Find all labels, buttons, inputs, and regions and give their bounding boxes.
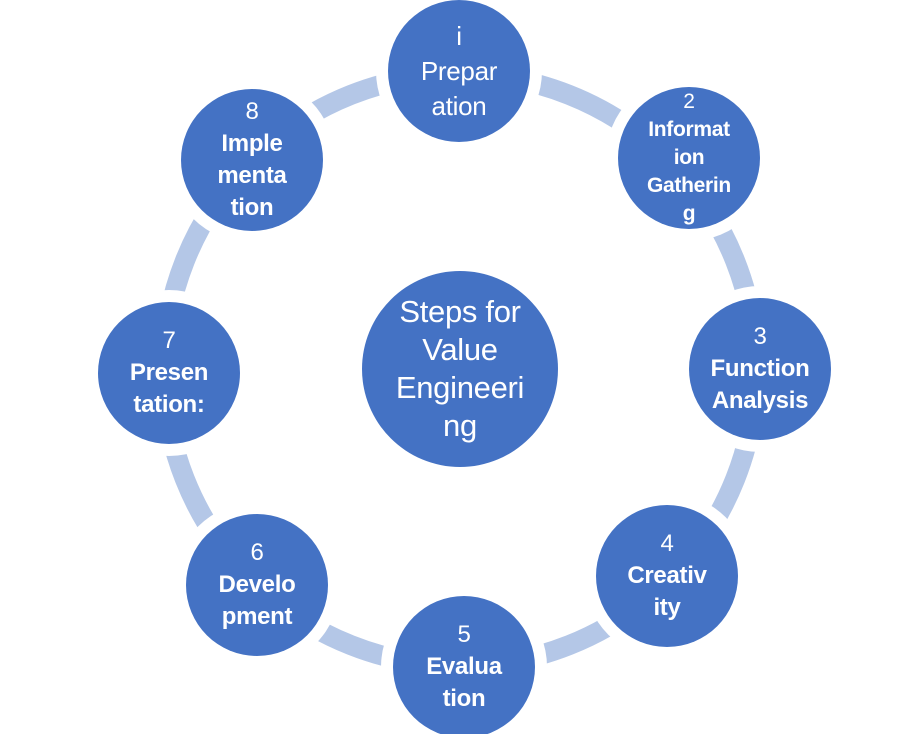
step-number: 6	[250, 539, 264, 566]
step-label-line: pment	[221, 603, 293, 630]
step-circle-development: 6 Develo pment	[186, 514, 328, 656]
step-label-line: Imple	[221, 130, 283, 157]
step-number: 3	[753, 323, 767, 350]
center-line: Steps for	[399, 294, 521, 329]
step-label-line: Gatherin	[647, 174, 731, 197]
step-circle-information-gathering: 2 Informat ion Gatherin g	[618, 87, 760, 229]
step-circle-implementation: 8 Imple menta tion	[181, 89, 323, 231]
step-label-line: Creativ	[627, 562, 707, 589]
step-circle-evaluation: 5 Evalua tion	[393, 596, 535, 734]
step-number: 2	[683, 90, 695, 113]
step-label-line: Prepar	[420, 55, 498, 86]
step-label-line: Evalua	[426, 653, 502, 680]
step-circle-presentation: 7 Presen tation:	[98, 302, 240, 444]
step-circle-creativity: 4 Creativ ity	[596, 505, 738, 647]
step-label-line: Function	[710, 355, 810, 382]
step-label-line: menta	[217, 162, 287, 189]
step-label-line: ation	[431, 90, 487, 121]
step-number: i	[456, 20, 462, 51]
step-label-line: ion	[673, 146, 705, 169]
center-circle: Steps for Value Engineeri ng	[362, 271, 558, 467]
step-number: 5	[457, 621, 471, 648]
step-number: 4	[660, 530, 674, 557]
center-line: Value	[422, 332, 498, 367]
step-label-line: Informat	[648, 118, 730, 141]
step-label-line: g	[682, 202, 696, 225]
step-label-line: ity	[653, 594, 681, 621]
step-label-line: tion	[230, 194, 274, 221]
step-circle-function-analysis: 3 Function Analysis	[689, 298, 831, 440]
step-label-line: Analysis	[711, 387, 809, 414]
step-number: 8	[245, 98, 259, 125]
step-label-line: tion	[442, 685, 486, 712]
step-label-line: Develo	[218, 571, 296, 598]
center-line: ng	[443, 408, 477, 443]
step-label-line: tation:	[133, 391, 205, 418]
step-label-line: Presen	[129, 359, 209, 386]
step-number: 7	[162, 327, 176, 354]
step-circle-preparation: i Prepar ation	[388, 0, 530, 142]
center-line: Engineeri	[395, 370, 525, 405]
